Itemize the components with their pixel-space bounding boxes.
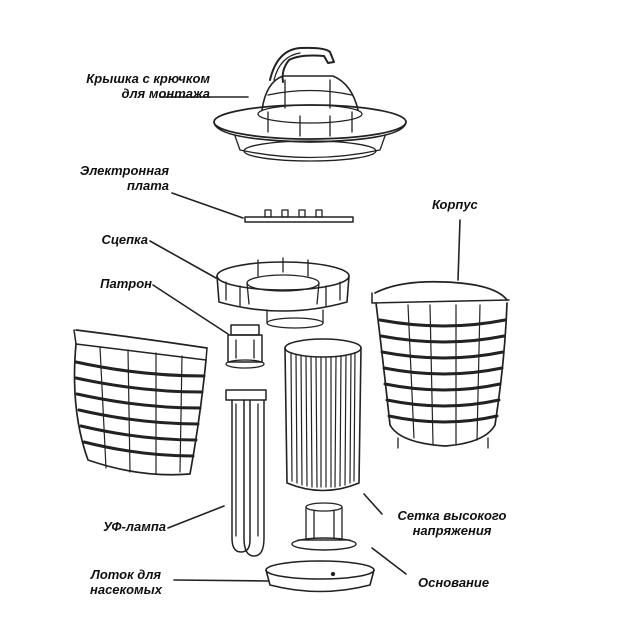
label-coupler: Сцепка [101, 232, 148, 247]
high-voltage-grid-part [284, 338, 362, 492]
leader-tray [173, 579, 269, 582]
label-lamp: УФ-лампа [103, 519, 166, 534]
housing-half-part-left [73, 329, 208, 476]
lid-hook-part [213, 46, 407, 162]
circuit-board-part [244, 209, 354, 223]
uv-lamp-part [225, 389, 267, 557]
housing-half-part-right [371, 280, 510, 449]
label-board-line2: плата [126, 178, 169, 193]
label-board-line1: Электронная [79, 163, 169, 178]
label-tray: Лоток для насекомых [80, 567, 172, 597]
label-tray-line2: насекомых [89, 582, 163, 597]
leader-lines [149, 96, 461, 582]
leader-coupler [149, 240, 217, 279]
leader-housing [457, 219, 461, 281]
leader-socket [152, 284, 229, 335]
label-board: Электронная плата [30, 163, 169, 193]
label-grid-line2: напряжения [412, 523, 492, 538]
label-tray-line1: Лоток для [90, 567, 162, 582]
label-socket: Патрон [100, 276, 152, 291]
leader-base [371, 547, 407, 575]
insect-tray-part [265, 560, 375, 593]
label-lid-line2: для монтажа [121, 86, 210, 101]
label-grid-line1: Сетка высокого [397, 508, 507, 523]
label-lid: Крышка с крючком для монтажа [30, 71, 210, 101]
socket-part [225, 324, 265, 369]
leader-grid [363, 493, 383, 515]
leader-board [171, 192, 244, 219]
base-part [291, 502, 357, 551]
coupler-part [216, 257, 350, 329]
label-lid-line1: Крышка с крючком [86, 71, 210, 86]
label-grid: Сетка высокого напряжения [382, 508, 522, 538]
label-housing: Корпус [432, 197, 478, 212]
label-base: Основание [418, 575, 490, 590]
leader-lamp [167, 505, 225, 529]
